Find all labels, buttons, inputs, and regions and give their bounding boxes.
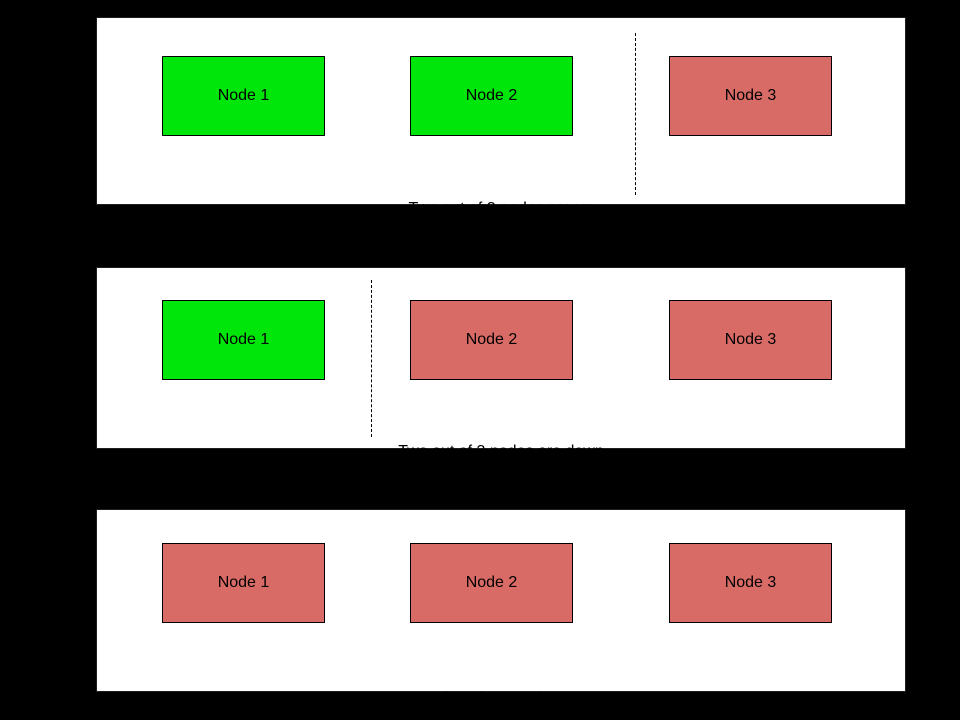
node-label: Node 1 — [217, 331, 270, 348]
caption-line-1: Two out of 3 nodes are down — [398, 443, 604, 460]
panel-caption: All Nodes are down Majority Fails & Clus… — [97, 644, 905, 720]
node-label: Node 2 — [465, 87, 518, 104]
node-box: Node 1 — [162, 56, 325, 136]
node-label: Node 3 — [724, 87, 777, 104]
node-box: Node 3 — [669, 56, 832, 136]
node-label: Node 3 — [724, 574, 777, 591]
panel-all-down: Node 1 Node 2 Node 3 All Nodes are down … — [96, 509, 906, 707]
panel-majority-down: Node 1 Node 2 Node 3 Two out of 3 nodes … — [96, 267, 906, 526]
node-label: Node 3 — [724, 331, 777, 348]
node-label: Node 2 — [465, 574, 518, 591]
node-box: Node 2 — [410, 300, 573, 380]
caption-line-1: All Nodes are down — [431, 690, 571, 707]
partition-divider — [635, 33, 636, 195]
node-label: Node 2 — [465, 331, 518, 348]
caption-line-1: Two out of 3 nodes are up — [408, 200, 594, 217]
partition-divider — [371, 280, 372, 437]
node-box: Node 2 — [410, 56, 573, 136]
node-box: Node 1 — [162, 543, 325, 623]
node-box: Node 1 — [162, 300, 325, 380]
node-label: Node 1 — [217, 87, 270, 104]
node-box: Node 2 — [410, 543, 573, 623]
node-box: Node 3 — [669, 300, 832, 380]
node-label: Node 1 — [217, 574, 270, 591]
node-box: Node 3 — [669, 543, 832, 623]
panel-majority-up: Node 1 Node 2 Node 3 Two out of 3 nodes … — [96, 17, 906, 283]
